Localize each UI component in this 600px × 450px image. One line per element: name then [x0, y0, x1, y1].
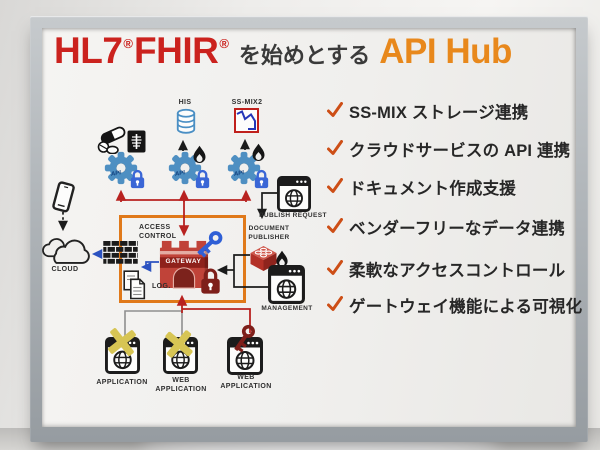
red-connectors	[115, 189, 252, 333]
checklist-item-vendor-free: ベンダーフリーなデータ連携	[327, 215, 565, 239]
publish-request-browser-icon	[277, 176, 311, 212]
gateway-icon	[159, 240, 209, 289]
ssmix2-storage-icon	[234, 108, 259, 133]
blocked-x-icon	[108, 328, 137, 357]
cloud-icon	[42, 238, 90, 264]
medication-pills-icon	[97, 126, 126, 154]
management-browser-icon	[268, 265, 305, 304]
registered-mark-icon: ®	[123, 36, 133, 51]
firewall-icon	[103, 241, 138, 267]
checklist-label: ドキュメント作成支援	[349, 180, 516, 198]
checklist-label: 柔軟なアクセスコントロール	[349, 262, 566, 280]
check-icon	[327, 296, 343, 311]
web-application-label: WEB APPLICATION	[155, 377, 207, 393]
gateway-label: GATEWAY	[165, 258, 202, 265]
black-connectors	[58, 138, 278, 288]
api-lock-icon	[253, 169, 270, 189]
title-api-hub: API Hub	[379, 32, 512, 71]
checklist-label: ゲートウェイ機能による可視化	[349, 298, 583, 316]
check-icon	[327, 178, 343, 193]
gray-connectors	[124, 310, 183, 337]
fhir-flame-icon	[192, 145, 207, 163]
api-lock-icon	[129, 169, 146, 189]
checklist-label: クラウドサービスの API 連携	[349, 142, 571, 160]
checklist-item-gateway-visibility: ゲートウェイ機能による可視化	[327, 293, 582, 317]
ssmix2-label: SS-MIX2	[231, 99, 263, 106]
cloud-label: CLOUD	[51, 266, 79, 273]
check-icon	[327, 102, 343, 117]
xray-icon	[127, 130, 146, 153]
smartphone-icon	[52, 181, 75, 213]
checklist-item-access-control: 柔軟なアクセスコントロール	[327, 257, 565, 281]
checklist-item-ssmix-storage: SS-MIX ストレージ連携	[327, 99, 528, 123]
management-label: MANAGEMENT	[261, 305, 313, 312]
checklist-label: SS-MIX ストレージ連携	[349, 104, 529, 122]
check-icon	[327, 260, 343, 275]
document-publisher-cube-icon	[250, 246, 277, 271]
title-fhir: FHIR	[134, 30, 219, 71]
his-database-icon	[176, 108, 196, 134]
api-lock-icon	[194, 169, 211, 189]
checklist-label: ベンダーフリーなデータ連携	[349, 220, 566, 238]
gateway-lock-icon	[199, 267, 222, 295]
check-icon	[327, 140, 343, 155]
application-label: APPLICATION	[96, 379, 148, 386]
checklist-item-document: ドキュメント作成支援	[327, 175, 516, 199]
checklist-item-cloud-api: クラウドサービスの API 連携	[327, 137, 570, 161]
title-middle-jp: を始めとする	[238, 43, 371, 68]
log-label: LOG.	[152, 283, 171, 290]
blocked-x-icon	[165, 330, 193, 358]
registered-mark-icon: ®	[219, 36, 229, 51]
blue-connectors	[91, 249, 159, 272]
check-icon	[327, 218, 343, 233]
publish-request-label: PUBLISH REQUEST	[259, 212, 327, 219]
document-publisher-label: DOCUMENT PUBLISHER	[248, 225, 290, 241]
fhir-flame-icon	[251, 143, 266, 161]
his-label: HIS	[178, 99, 192, 106]
access-control-label: ACCESS CONTROL	[139, 224, 177, 240]
web-application-label: WEB APPLICATION	[220, 374, 272, 390]
log-documents-icon	[123, 270, 146, 300]
title-hl7: HL7	[54, 30, 123, 71]
